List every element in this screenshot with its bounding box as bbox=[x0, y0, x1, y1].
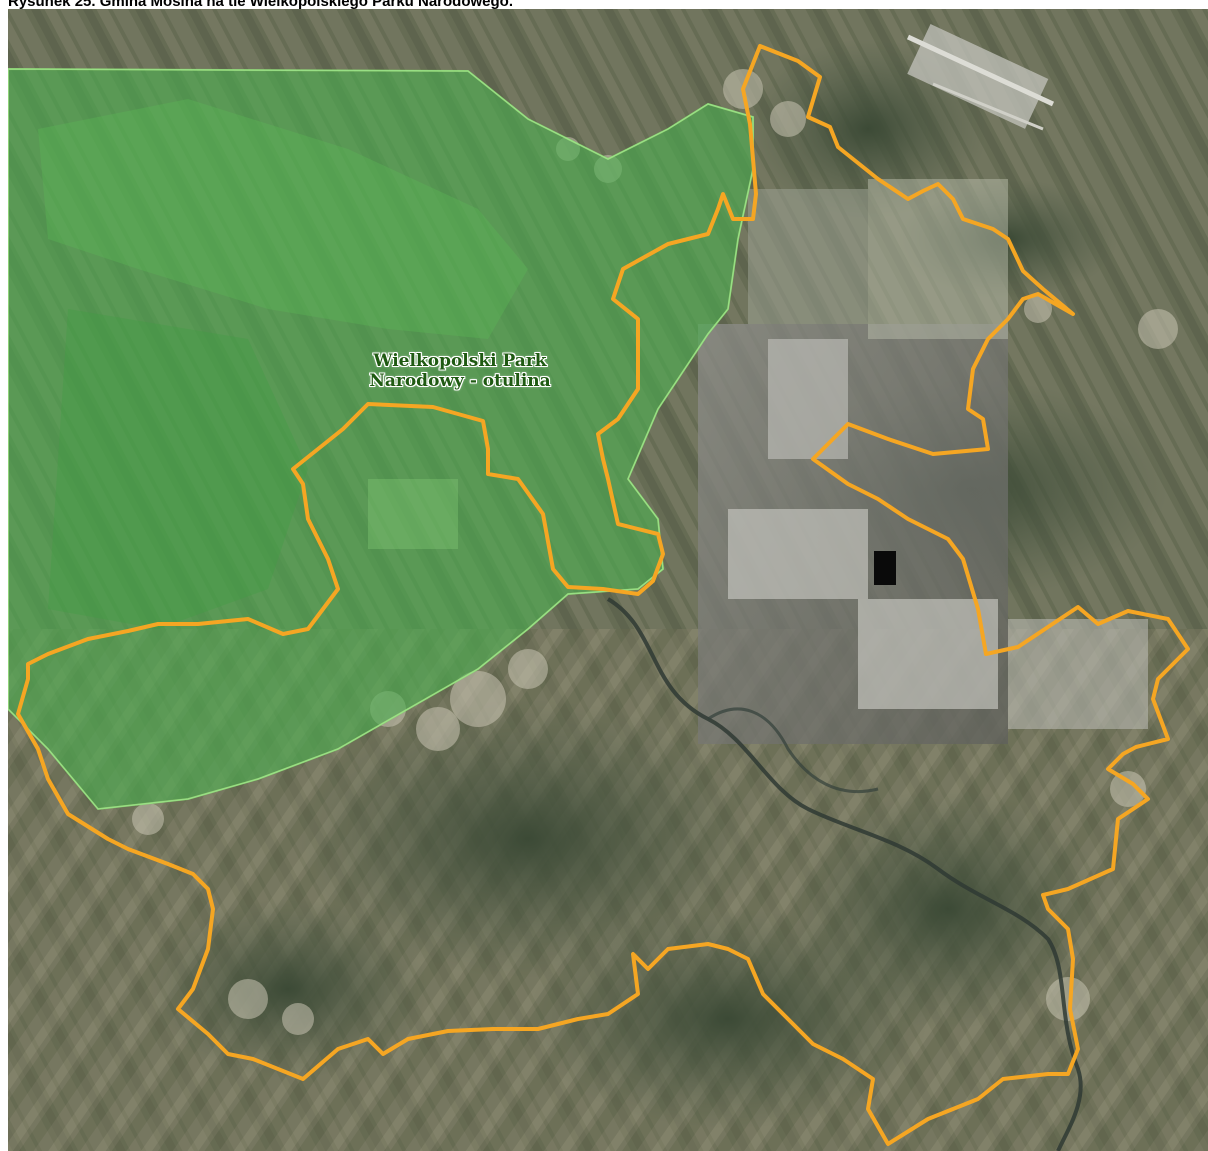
figure-caption: Rysunek 25. Gmina Mosina na tle Wielkopo… bbox=[8, 0, 513, 10]
river bbox=[606, 597, 1083, 1151]
map-canvas bbox=[8, 9, 1208, 1151]
map-view[interactable]: Wielkopolski Park Narodowy - otulina bbox=[8, 9, 1208, 1151]
municipality-boundary[interactable] bbox=[16, 44, 1190, 1146]
park-label-line-1: Wielkopolski Park bbox=[373, 351, 547, 371]
park-label-line-2: Narodowy - otulina bbox=[369, 371, 551, 391]
park-label: Wielkopolski Park Narodowy - otulina bbox=[340, 351, 580, 391]
